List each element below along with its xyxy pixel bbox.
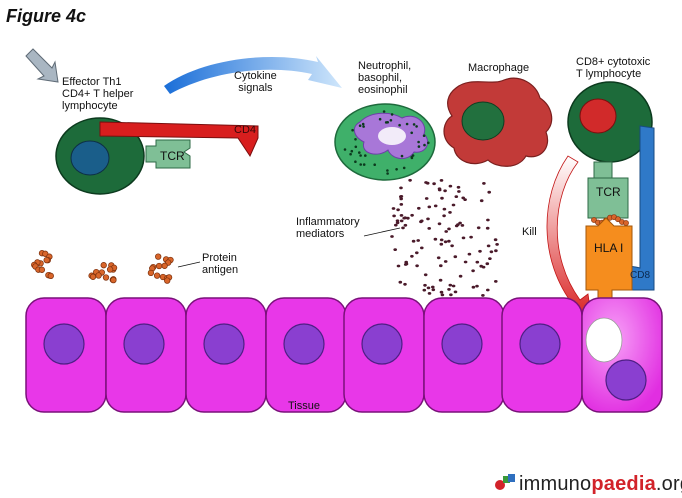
tcr-receptor-right <box>587 161 629 219</box>
cd4-label: CD4 <box>234 124 257 136</box>
immunopaedia-logo: immunopaedia.org <box>494 472 682 498</box>
tissue-cell <box>25 297 107 413</box>
tissue-cell <box>185 297 267 413</box>
logo-part-paedia: paedia <box>591 473 656 495</box>
logo-icon <box>494 472 516 498</box>
logo-part-org: .org <box>655 473 682 495</box>
cd4-receptor <box>99 121 259 158</box>
cd8-cell-label: CD8+ cytotoxic T lymphocyte <box>576 56 651 80</box>
neutrophil-granules <box>343 110 430 175</box>
tissue-cells <box>25 297 663 413</box>
macrophage-cell <box>443 77 553 167</box>
antigen-cluster <box>31 250 54 280</box>
tcr-receptor-left <box>145 139 191 169</box>
tcr-left-label: TCR <box>160 149 185 163</box>
tissue-cell <box>105 297 187 413</box>
tissue-cell <box>581 297 663 413</box>
tissue-cell <box>423 297 505 413</box>
kill-label: Kill <box>522 226 537 238</box>
tcr-right-label: TCR <box>596 185 621 199</box>
hla-class-i <box>585 217 633 311</box>
antigen-cluster <box>88 262 118 284</box>
figure-title: Figure 4c <box>6 6 87 26</box>
pointer-arrow <box>25 48 59 83</box>
antigen-cluster <box>147 253 174 284</box>
inflammatory-label: Inflammatory mediators <box>296 216 360 240</box>
protein-antigen-label: Protein antigen <box>202 252 239 276</box>
tissue-label: Tissue <box>288 400 320 412</box>
effector-label: Effector Th1 CD4+ T helper lymphocyte <box>62 76 134 112</box>
macrophage-label: Macrophage <box>468 62 530 74</box>
inflammatory-mediators <box>390 178 499 297</box>
cytokine-label: Cytokine signals <box>234 70 277 94</box>
tissue-cell <box>265 297 347 413</box>
tissue-cell <box>343 297 425 413</box>
cd8-label: CD8 <box>630 270 651 281</box>
neutrophil-cell <box>334 103 436 181</box>
hla-label: HLA I <box>594 241 624 255</box>
logo-part-immuno: immuno <box>519 473 592 495</box>
inflammatory-label-line <box>363 227 401 237</box>
kill-arrow <box>546 155 593 323</box>
tissue-cell <box>501 297 583 413</box>
effector-th1-cell <box>55 117 145 195</box>
protein-label-line <box>177 261 201 268</box>
cd8-cytotoxic-cell <box>567 81 653 163</box>
cytokine-signal-arrow <box>164 56 342 94</box>
neutrophil-label: Neutrophil, basophil, eosinophil <box>358 60 412 96</box>
